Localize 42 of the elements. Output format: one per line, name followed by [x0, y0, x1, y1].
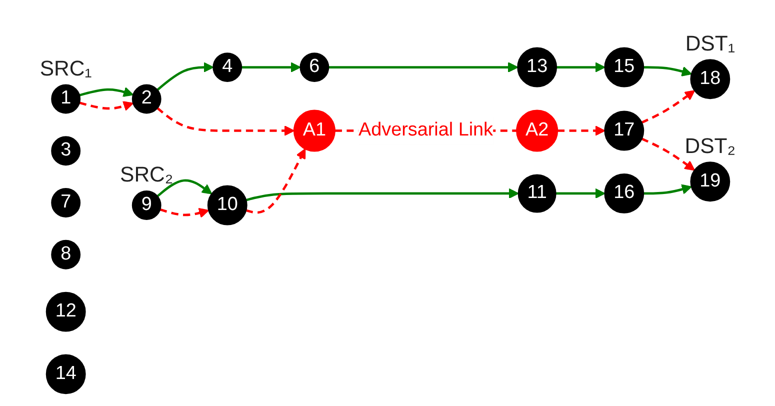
arrow [557, 126, 605, 136]
node-circle: 11 [517, 174, 556, 213]
node-circle: 3 [50, 136, 80, 166]
node-circle: 9 [131, 190, 161, 220]
node-circle: 19 [690, 162, 730, 202]
node-label: DST₂ [684, 134, 736, 158]
arrow [643, 66, 692, 76]
arrow [159, 208, 209, 218]
arrow [245, 148, 306, 214]
arrow [78, 86, 134, 97]
node-circle: 17 [604, 110, 644, 151]
node-circle: 15 [604, 47, 644, 88]
node-circle: A2 [516, 110, 558, 152]
arrow [640, 90, 695, 124]
node-circle: 10 [206, 185, 247, 226]
arrow [328, 62, 518, 72]
arrow [156, 62, 214, 91]
node-circle: 2 [131, 84, 161, 114]
node-label: SRC₂ [120, 162, 173, 187]
node-circle: 4 [212, 52, 242, 82]
node-label: DST₁ [684, 31, 735, 56]
arrow [156, 107, 294, 136]
node-circle: 7 [50, 188, 80, 218]
node-circle: 6 [299, 52, 329, 82]
arrow [556, 62, 605, 72]
node-circle: A1 [292, 110, 335, 152]
node-label: SRC₁ [39, 56, 92, 80]
arrow [643, 184, 692, 195]
arrow [241, 62, 300, 72]
node-circle: 14 [45, 354, 86, 394]
node-circle: 13 [516, 47, 557, 88]
node-circle: 16 [604, 174, 644, 214]
node-circle: 8 [50, 240, 80, 270]
node-circle: 18 [690, 59, 730, 100]
edge-label: Adversarial Link [358, 120, 493, 140]
node-circle: 1 [50, 84, 80, 114]
arrow [156, 179, 212, 198]
arrow [78, 101, 134, 112]
arrow [245, 188, 518, 202]
arrow [555, 188, 605, 199]
arrow [640, 138, 694, 171]
node-circle: 12 [45, 292, 86, 332]
